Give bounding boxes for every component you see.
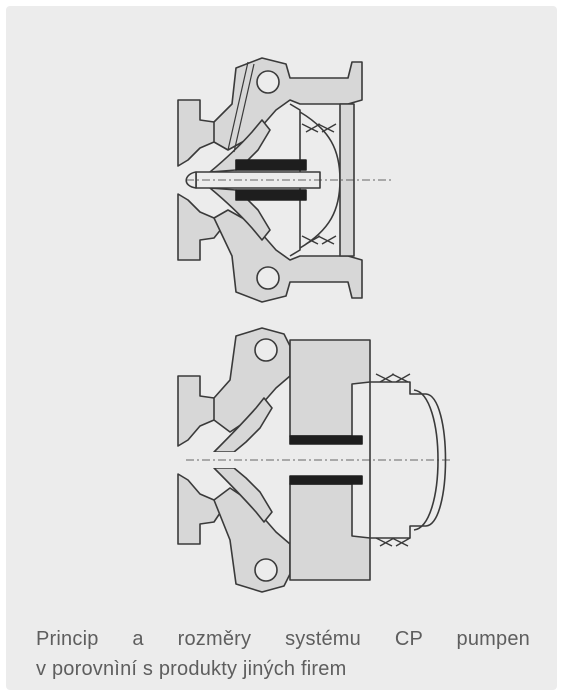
- bottom-seal-upper: [289, 435, 363, 445]
- top-impeller-lower: [209, 187, 271, 241]
- bottom-seal-lower: [289, 475, 363, 485]
- top-seal-lower: [235, 189, 307, 201]
- bottom-pump-drawing: [177, 327, 452, 593]
- bottom-impeller: [213, 397, 273, 453]
- bottom-volute-channel-lower: [254, 558, 278, 582]
- top-coupling-upper: [301, 123, 337, 133]
- bottom-coupling-lower: [375, 537, 411, 547]
- top-impeller: [209, 119, 271, 173]
- top-diagonal-channel: [227, 61, 255, 153]
- bottom-impeller-lower: [213, 467, 273, 523]
- top-volute-channel-lower: [256, 266, 280, 290]
- top-suction-flange-lower: [177, 193, 223, 261]
- bottom-motor-housing: [369, 381, 447, 539]
- bottom-bearing-bracket: [289, 339, 371, 437]
- top-pump-drawing: [177, 57, 392, 303]
- caption-line-2: v porovnìní s produkty jiných firem: [36, 658, 347, 680]
- bottom-suction-flange-lower: [177, 473, 223, 545]
- pump-cross-section-diagram: [177, 57, 452, 593]
- top-coupling-lower: [301, 235, 337, 245]
- bottom-volute-channel-upper: [254, 338, 278, 362]
- top-seal-upper: [235, 159, 307, 171]
- caption-line-1: Princip a rozměry systému CP pumpen: [36, 628, 530, 650]
- figure-caption: Princip a rozměry systému CP pumpen v po…: [36, 624, 530, 684]
- top-volute-channel-upper: [256, 70, 280, 94]
- bottom-coupling-upper: [375, 373, 411, 383]
- bottom-bearing-bracket-lower: [289, 483, 371, 581]
